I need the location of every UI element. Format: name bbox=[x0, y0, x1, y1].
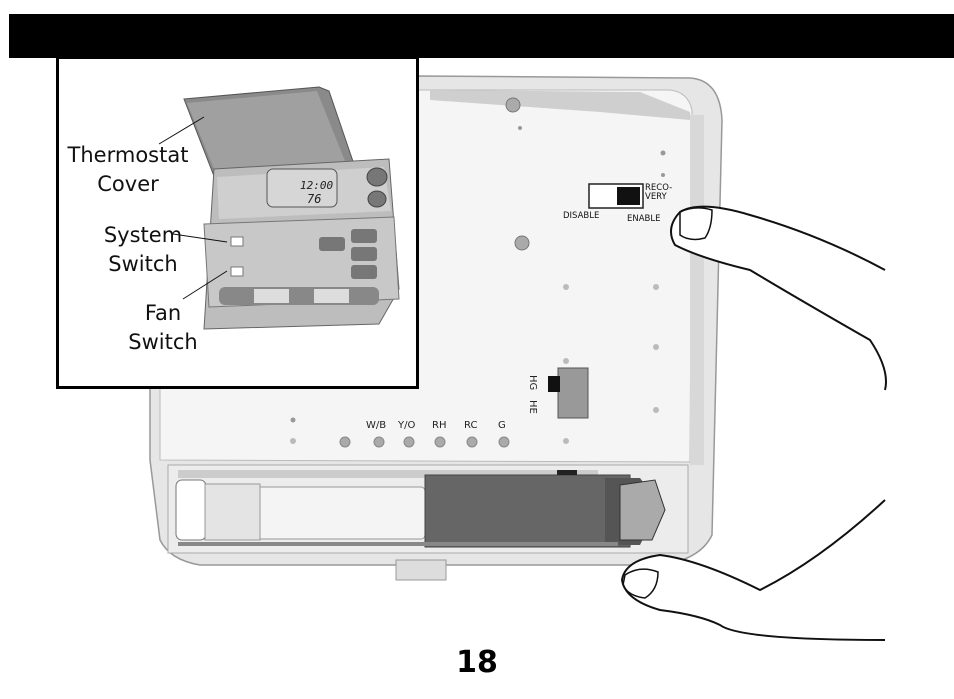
lcd-temp: 76 bbox=[307, 192, 322, 206]
screw-hole bbox=[505, 97, 521, 113]
terminal-screw bbox=[373, 436, 385, 448]
leader-line bbox=[158, 116, 205, 145]
terminal-screw bbox=[434, 436, 446, 448]
page-number: 18 bbox=[456, 645, 498, 680]
terminal-label-rh: RH bbox=[432, 420, 447, 431]
label-system-switch: System Switch bbox=[103, 223, 183, 276]
disable-label: DISABLE bbox=[563, 211, 600, 221]
terminal-label-wb: W/B bbox=[366, 420, 387, 431]
screw-hole bbox=[514, 235, 530, 251]
terminal-label-yo: Y/O bbox=[398, 420, 416, 431]
enable-label: ENABLE bbox=[627, 214, 661, 224]
he-label: HE bbox=[527, 400, 538, 414]
leader-line bbox=[182, 270, 228, 300]
lcd-display bbox=[266, 168, 338, 208]
terminal-screw bbox=[498, 436, 510, 448]
terminal-screw bbox=[466, 436, 478, 448]
hg-he-switch bbox=[557, 367, 589, 419]
leader-line bbox=[172, 233, 228, 243]
header-bar bbox=[9, 14, 954, 58]
label-thermostat-cover: Thermostat Cover bbox=[67, 143, 189, 196]
inset-panel: 12:00 76 Thermostat Cover System Switch … bbox=[56, 56, 419, 389]
terminal-label-g: G bbox=[498, 420, 506, 431]
label-fan-switch: Fan Switch bbox=[128, 301, 198, 354]
terminal-screw bbox=[339, 436, 351, 448]
thumb-outline bbox=[620, 499, 886, 641]
terminal-screw bbox=[403, 436, 415, 448]
hg-label: HG bbox=[527, 375, 538, 391]
terminal-label-rc: RC bbox=[464, 420, 478, 431]
lcd-time: 12:00 bbox=[300, 179, 334, 192]
recovery-label: RECO- VERY bbox=[645, 183, 673, 202]
hand-outline bbox=[670, 205, 887, 391]
thermostat-front-illustration bbox=[158, 86, 400, 330]
